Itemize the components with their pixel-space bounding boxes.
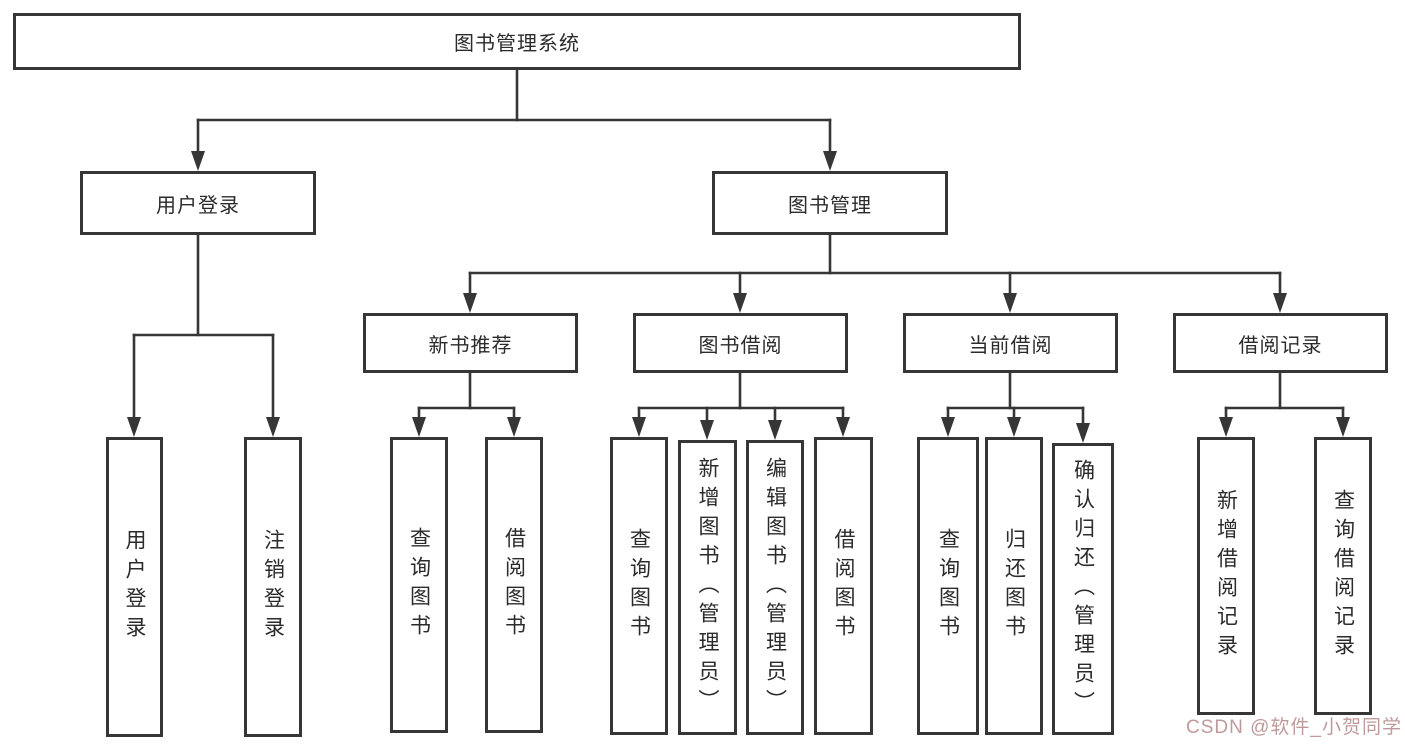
node-leaf-query-borrow-record: 查询借阅记录 bbox=[1314, 437, 1372, 715]
node-book-management: 图书管理 bbox=[712, 171, 948, 235]
node-leaf-query-book-borrow: 查询图书 bbox=[610, 437, 668, 735]
node-root-library-system: 图书管理系统 bbox=[13, 13, 1021, 70]
node-leaf-borrow-book-recommend: 借阅图书 bbox=[485, 437, 543, 733]
edges-user-login bbox=[127, 233, 280, 437]
node-leaf-add-borrow-record: 新增借阅记录 bbox=[1197, 437, 1255, 715]
edges-book-management bbox=[463, 233, 1287, 313]
node-borrow-record: 借阅记录 bbox=[1173, 313, 1388, 373]
edges-borrow-record bbox=[1219, 371, 1350, 437]
csdn-watermark: CSDN @软件_小贺同学 bbox=[1186, 717, 1402, 738]
node-leaf-add-book-admin: 新增图书（管理员） bbox=[678, 440, 737, 735]
node-leaf-edit-book-admin: 编辑图书（管理员） bbox=[746, 440, 804, 735]
node-leaf-borrow-book: 借阅图书 bbox=[814, 437, 873, 735]
node-leaf-logout: 注销登录 bbox=[244, 437, 302, 737]
edges-book-borrow bbox=[632, 371, 850, 440]
node-leaf-return-book: 归还图书 bbox=[985, 437, 1043, 735]
node-user-login-group: 用户登录 bbox=[80, 171, 316, 235]
edges-root bbox=[191, 68, 837, 171]
node-current-borrow: 当前借阅 bbox=[903, 313, 1118, 373]
node-leaf-confirm-return-admin: 确认归还（管理员） bbox=[1052, 443, 1114, 735]
edges-new-book-recommend bbox=[412, 371, 521, 437]
edges-current-borrow bbox=[941, 371, 1090, 443]
node-leaf-query-book-current: 查询图书 bbox=[917, 437, 979, 735]
node-leaf-user-login: 用户登录 bbox=[106, 437, 163, 737]
node-book-borrow: 图书借阅 bbox=[633, 313, 848, 373]
node-leaf-query-book-recommend: 查询图书 bbox=[390, 437, 448, 733]
node-new-book-recommend: 新书推荐 bbox=[363, 313, 578, 373]
